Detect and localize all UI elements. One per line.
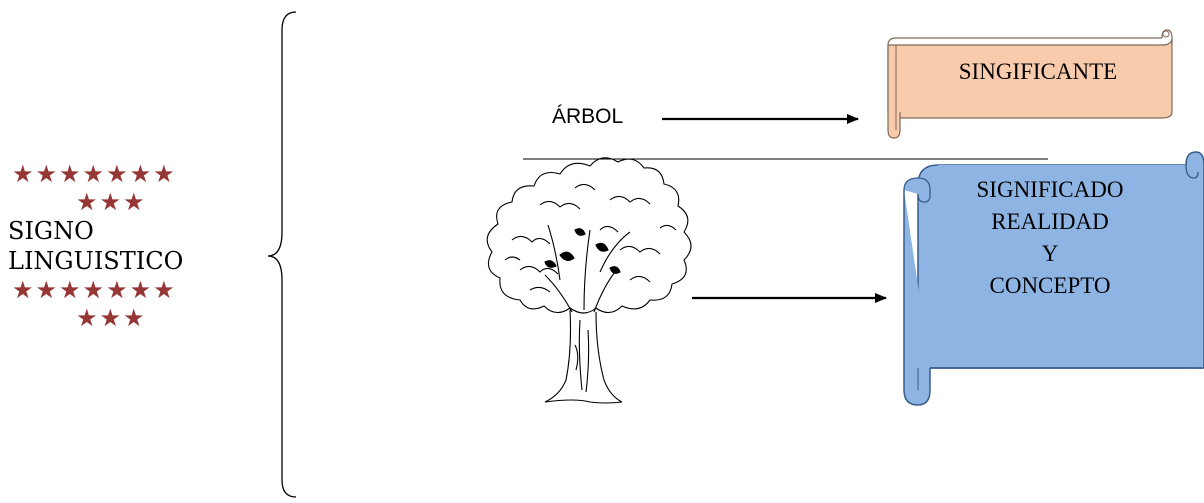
significante-scroll <box>887 29 1173 139</box>
curly-brace <box>267 11 297 498</box>
signo-linguistico-block: ★★★★★★★ ★★★ SIGNO LINGUISTICO ★★★★★★★ ★★… <box>8 160 238 332</box>
significado-text-block: SIGNIFICADO REALIDAD Y CONCEPTO <box>950 174 1150 302</box>
significado-line-4: CONCEPTO <box>989 273 1111 298</box>
stars-row-4: ★★★ <box>76 304 147 332</box>
sign-label-line-2: LINGUISTICO <box>8 247 184 275</box>
stars-row-1: ★★★★★★★ <box>12 160 177 188</box>
significado-scroll <box>903 151 1204 406</box>
significado-line-3: Y <box>1041 241 1059 266</box>
significante-label: SINGIFICANTE <box>958 59 1118 84</box>
sign-label-line-1: SIGNO <box>8 217 94 245</box>
word-label: ÁRBOL <box>552 105 624 128</box>
stars-row-3: ★★★★★★★ <box>12 276 177 304</box>
tree-illustration <box>486 157 692 404</box>
stars-row-2: ★★★ <box>76 188 147 216</box>
significado-line-1: SIGNIFICADO <box>976 177 1124 202</box>
significado-line-2: REALIDAD <box>991 209 1109 234</box>
